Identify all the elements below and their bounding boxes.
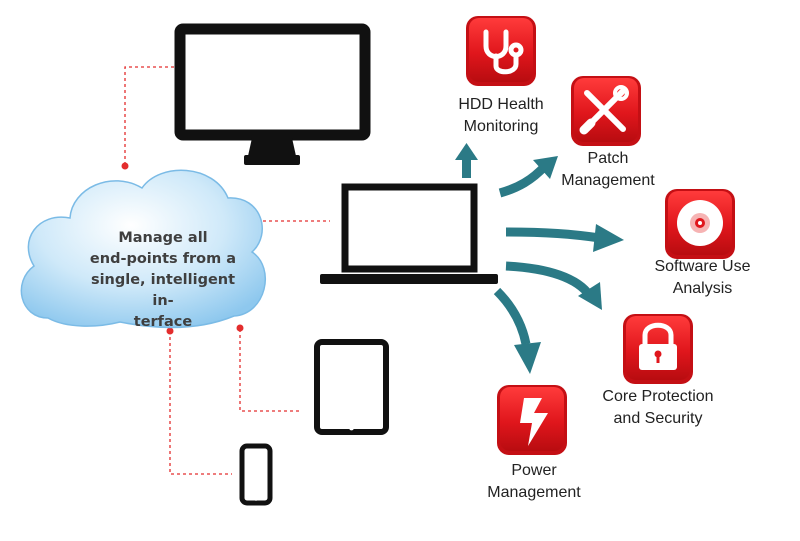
label-hdd-line-2: Monitoring [463, 118, 539, 135]
label-software-line-2: Analysis [672, 280, 733, 297]
label-software: Software Use Analysis [640, 256, 765, 300]
label-patch: Patch Management [552, 148, 664, 192]
label-power: Power Management [478, 460, 590, 504]
laptop-icon [320, 183, 498, 284]
lightning-icon [520, 398, 548, 446]
label-hdd-line-1: HDD Health [458, 96, 544, 113]
label-power-line-1: Power [511, 462, 557, 479]
arrow-power [493, 287, 541, 374]
smartphone-icon [239, 443, 273, 506]
arrow-software [505, 224, 624, 252]
disc-icon [677, 200, 723, 246]
label-core-line-2: and Security [613, 410, 703, 427]
cloud-caption: Manage all end-points from a single, int… [88, 228, 238, 333]
arrow-core [505, 261, 602, 310]
arrow-patch [498, 156, 558, 198]
badge-core [623, 314, 693, 384]
cloud-line-3: single, intelligent in- [90, 272, 236, 309]
label-patch-line-2: Management [561, 172, 655, 189]
badge-software [665, 189, 735, 259]
badge-hdd [466, 16, 536, 86]
label-core-line-1: Core Protection [602, 388, 714, 405]
cloud-line-1: Manage all [118, 230, 208, 246]
label-patch-line-1: Patch [587, 150, 629, 167]
cloud-line-4: terface [133, 314, 193, 330]
arrow-up [455, 143, 478, 178]
cloud-shape [20, 169, 267, 329]
label-core-protection: Core Protection and Security [588, 386, 728, 430]
label-hdd-health: HDD Health Monitoring [446, 94, 556, 138]
arrows [455, 143, 624, 374]
label-power-line-2: Management [487, 484, 581, 501]
badge-power [497, 385, 567, 455]
label-software-line-1: Software Use [654, 258, 751, 275]
connector-monitor [124, 66, 178, 165]
connector-tablet [239, 329, 300, 412]
tablet-icon [314, 339, 389, 435]
cloud-line-2: end-points from a [89, 251, 237, 267]
connector-phone [169, 331, 232, 475]
wrench-screwdriver-icon [579, 85, 629, 135]
padlock-icon [639, 322, 677, 370]
badge-patch [571, 76, 641, 146]
stethoscope-icon [483, 29, 524, 75]
monitor-icon [174, 23, 371, 165]
